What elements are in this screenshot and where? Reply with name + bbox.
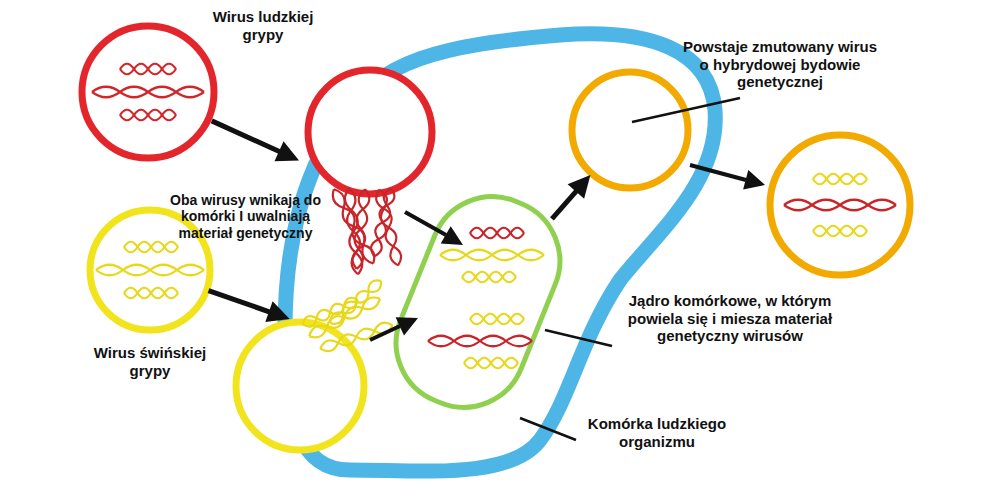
rna-strand bbox=[369, 187, 396, 257]
rna-strand bbox=[428, 336, 532, 347]
hybrid-virus-rna bbox=[784, 174, 896, 237]
hybrid-virus-circle: Powstaje zmutowany wirus o hybrydowej by… bbox=[570, 70, 690, 190]
node-label: Komórka ludzkiego organizmu bbox=[577, 415, 737, 450]
nucleus-rna bbox=[428, 228, 544, 369]
rna-strand bbox=[784, 200, 896, 211]
flow-arrow bbox=[212, 121, 299, 161]
node-label: Wirus ludzkiej grypy bbox=[198, 8, 328, 43]
flow-arrow bbox=[552, 175, 590, 219]
rna-strand bbox=[470, 314, 524, 325]
rna-strand bbox=[470, 228, 524, 239]
hybrid-virus-released bbox=[770, 135, 910, 275]
rna-strand bbox=[92, 87, 204, 98]
virus-outline bbox=[82, 26, 214, 158]
nucleus-outline bbox=[377, 178, 578, 426]
rna-strand bbox=[120, 64, 176, 75]
arrow-head bbox=[274, 141, 299, 161]
swine-virus-rna bbox=[96, 242, 204, 299]
cell-membrane bbox=[285, 34, 715, 471]
released-yellow-rna bbox=[301, 277, 394, 354]
arrow-head bbox=[441, 226, 463, 245]
arrow-head bbox=[743, 170, 765, 189]
arrow-shaft bbox=[552, 189, 579, 219]
virus-outline bbox=[572, 72, 688, 188]
rna-strand bbox=[96, 265, 204, 276]
rna-strand bbox=[440, 250, 544, 261]
rna-strand bbox=[813, 226, 867, 237]
entering-swine-virus bbox=[236, 322, 364, 450]
rna-strand bbox=[327, 277, 384, 327]
node-label: Wirus świńskiej grypy bbox=[84, 344, 216, 379]
rna-strand bbox=[813, 174, 867, 185]
rna-strand bbox=[124, 288, 178, 299]
rna-strand bbox=[319, 320, 395, 353]
arrow-head bbox=[568, 175, 591, 199]
rna-strand bbox=[462, 272, 516, 283]
released-red-rna bbox=[329, 187, 403, 275]
node-label: Jądro komórkowe, w którym powiela się i … bbox=[610, 292, 850, 345]
node-shape bbox=[570, 70, 690, 190]
rna-strand bbox=[351, 189, 370, 270]
arrow-shaft bbox=[212, 121, 283, 153]
rna-strand bbox=[120, 110, 176, 121]
flow-arrow bbox=[209, 291, 290, 323]
rna-strand bbox=[301, 295, 360, 329]
arrow-shaft bbox=[209, 291, 273, 314]
note-text: Oba wirusy wnikają do komórki I uwalniaj… bbox=[168, 192, 323, 241]
rna-strand bbox=[464, 358, 518, 369]
node-label: Powstaje zmutowany wirus o hybrydowej by… bbox=[680, 38, 880, 91]
rna-strand bbox=[124, 242, 178, 253]
human-virus-rna bbox=[92, 64, 204, 121]
entering-human-virus bbox=[308, 70, 432, 194]
